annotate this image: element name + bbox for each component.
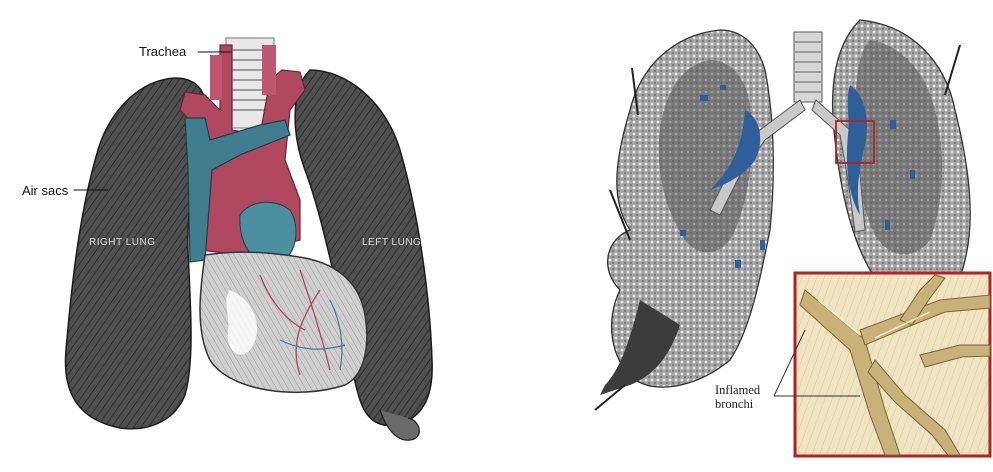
lungs-heart-drawing (0, 0, 470, 472)
air-sacs-label: Air sacs (22, 183, 68, 198)
left-lung-label: LEFT LUNG (362, 237, 421, 248)
right-lung-shape (65, 78, 205, 429)
left-lung-heart-illustration: Trachea Air sacs RIGHT LUNG LEFT LUNG (0, 0, 470, 472)
bronchi-drawing (560, 0, 993, 472)
inflamed-bronchi-label: Inflamed bronchi (715, 383, 760, 411)
right-lung-label: RIGHT LUNG (89, 237, 156, 248)
inflamed-label-line2: bronchi (715, 397, 760, 411)
right-bronchi-illustration: Inflamed bronchi (560, 0, 993, 472)
trachea-label: Trachea (139, 44, 186, 59)
inflamed-label-line1: Inflamed (715, 383, 760, 397)
heart-shape (200, 252, 367, 392)
